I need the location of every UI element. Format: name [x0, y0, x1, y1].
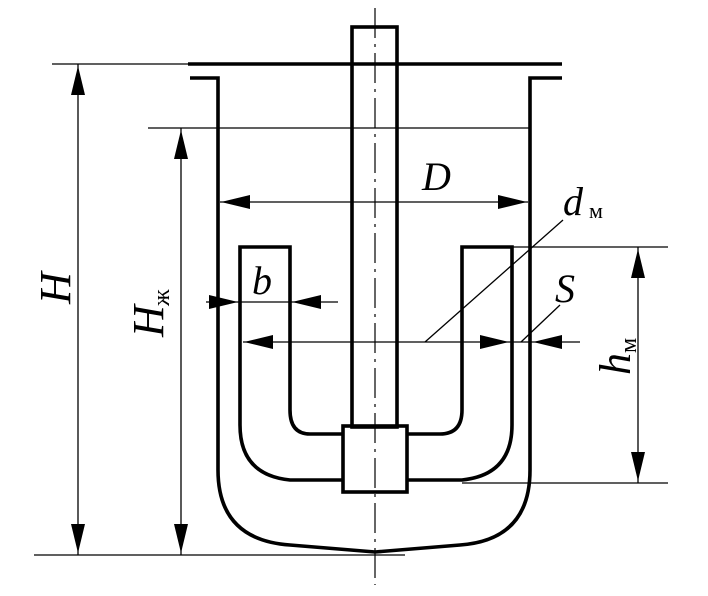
dim-Hl-arrow-bottom	[174, 524, 188, 553]
dim-dm-arrow-left	[244, 335, 273, 349]
extension-lines	[34, 63, 668, 556]
dim-Hl-arrow-top	[174, 130, 188, 159]
dim-hm-arrow-top	[631, 249, 645, 278]
svg-text:ж: ж	[149, 289, 175, 307]
dim-h-mixer	[631, 247, 645, 483]
dim-H-arrow-top	[71, 66, 85, 95]
dim-D	[220, 195, 528, 209]
label-d-mixer: d	[563, 179, 584, 224]
svg-text:м: м	[616, 338, 642, 353]
shaft	[350, 8, 399, 585]
dim-S-leader	[520, 304, 561, 343]
label-H-liquid: H ж	[124, 289, 175, 338]
dim-dm-arrow-right	[480, 335, 509, 349]
label-b: b	[252, 258, 272, 303]
dim-b-arrow-right	[292, 295, 321, 309]
dim-b-arrow-left	[209, 295, 238, 309]
label-H: H	[31, 270, 80, 305]
anchor-impeller	[238, 245, 514, 494]
impeller-left-blade	[238, 245, 344, 482]
svg-text:H: H	[124, 303, 173, 338]
dim-b	[206, 295, 338, 309]
impeller-right-blade	[406, 245, 514, 482]
vessel-wall	[190, 76, 562, 554]
label-D: D	[421, 154, 451, 199]
label-h-mixer: h м	[591, 338, 642, 375]
labels: D d м b S H H ж h м	[31, 154, 642, 375]
dim-H	[71, 64, 85, 555]
dim-S-arrow	[533, 335, 562, 349]
label-S: S	[555, 266, 575, 311]
dim-d-mixer	[243, 219, 580, 349]
dim-H-liquid	[174, 128, 188, 555]
svg-text:h: h	[591, 353, 640, 375]
dim-D-arrow-left	[221, 195, 250, 209]
label-d-mixer-sub: м	[589, 198, 603, 223]
dim-hm-arrow-bottom	[631, 452, 645, 481]
impeller-hub	[341, 424, 409, 494]
dim-D-arrow-right	[498, 195, 527, 209]
dim-dm-leader	[424, 219, 564, 343]
dim-H-arrow-bottom	[71, 524, 85, 553]
